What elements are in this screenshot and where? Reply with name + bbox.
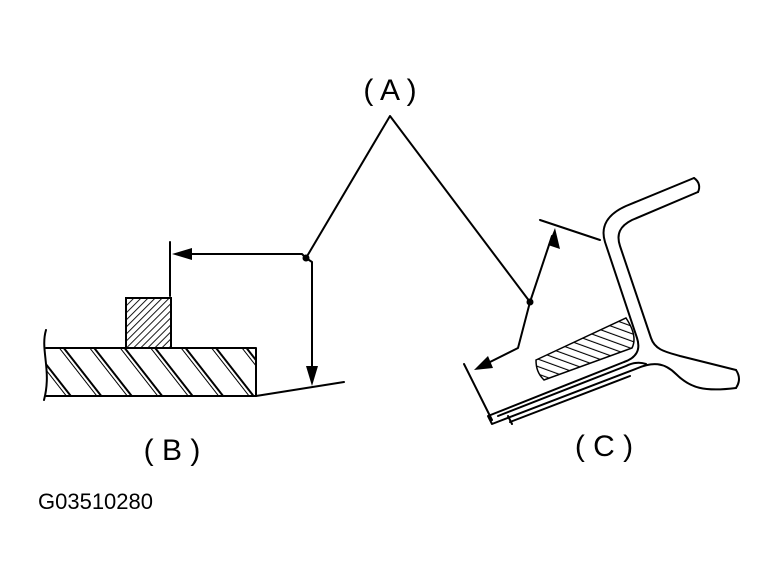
label-a: ( A ): [363, 74, 416, 107]
leader-lines-a: [302, 115, 534, 306]
label-c: ( C ): [575, 430, 633, 463]
figure-code: G03510280: [38, 489, 153, 514]
part-c-bracket: [487, 177, 740, 425]
dimension-arrows-b: [169, 241, 318, 386]
label-b: ( B ): [144, 434, 201, 467]
part-b-base-plate: [43, 329, 345, 401]
part-b-block: [125, 297, 172, 349]
dimension-arrows-c: [463, 219, 601, 421]
